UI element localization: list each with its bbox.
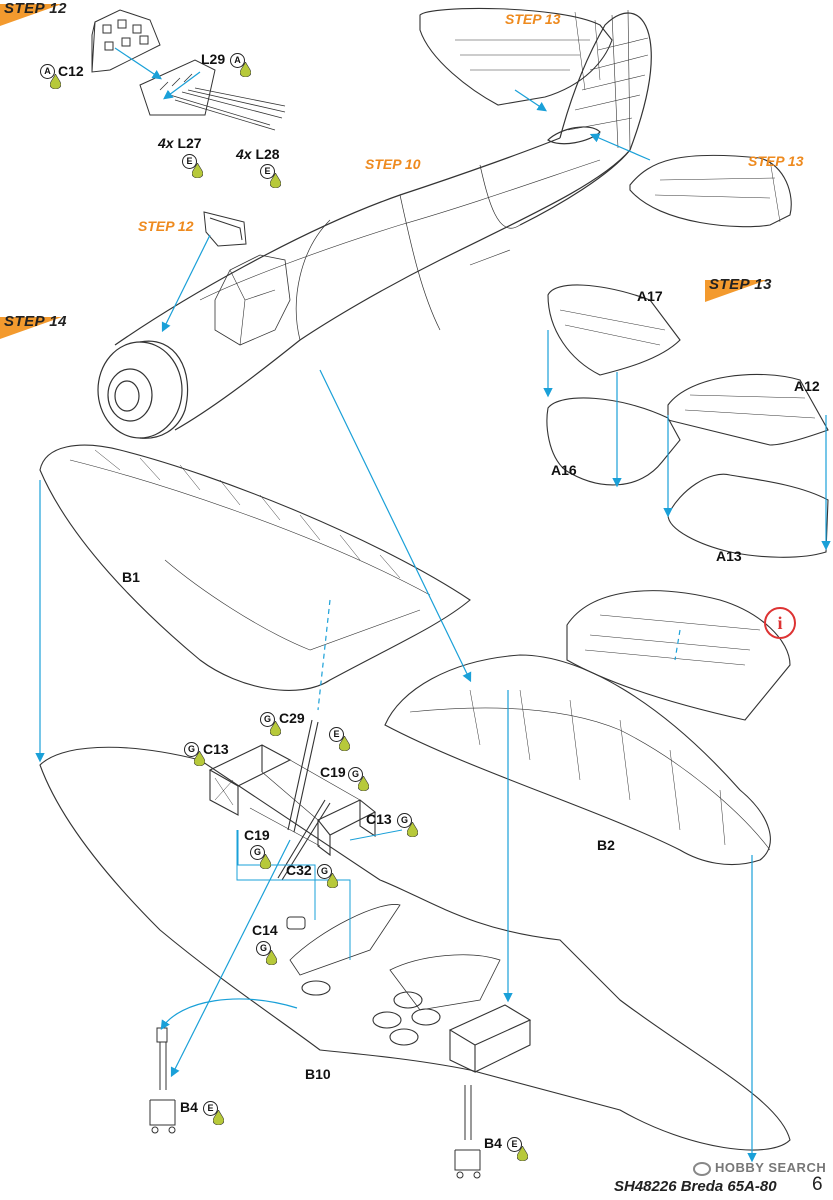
tail-stabilizer-left	[419, 7, 613, 106]
name-l28: L28	[255, 146, 280, 162]
watermark-text: HOBBY SEARCH	[715, 1160, 827, 1175]
part-label-a17: A17	[637, 288, 663, 304]
part-label-c19-left: C19	[244, 827, 270, 843]
paint-drop-icon	[270, 173, 281, 188]
paint-drop-icon	[240, 62, 251, 77]
step12-flag: STEP 12	[0, 0, 70, 26]
paint-drop-icon	[407, 822, 418, 837]
wing-b2	[384, 654, 771, 866]
part-label-a12: A12	[794, 378, 820, 394]
assembly-arrows	[35, 47, 831, 1163]
fuselage-drawing	[97, 9, 652, 439]
paint-drop-icon	[517, 1146, 528, 1161]
part-label-c13-right: C13	[366, 811, 392, 827]
part-label-b4-left: B4	[180, 1099, 198, 1115]
part-label-l29: L29	[201, 51, 226, 67]
leader-lines	[236, 829, 403, 960]
paint-drop-icon	[50, 74, 61, 89]
step14-label: STEP 14	[4, 313, 67, 330]
elevator-left-assembly	[546, 284, 681, 486]
step10-ref: STEP 10	[365, 156, 421, 172]
paint-badge: G	[348, 767, 363, 782]
info-icon: i	[764, 607, 796, 639]
part-label-c13-left: C13	[203, 741, 229, 757]
paint-badge: A	[40, 64, 55, 79]
paint-badge: G	[184, 742, 199, 757]
part-label-c29: C29	[279, 710, 305, 726]
part-label-a16: A16	[551, 462, 577, 478]
paint-drop-icon	[266, 950, 277, 965]
kit-code: SH48226 Breda 65A-80	[614, 1178, 777, 1195]
qty-l28: 4x	[236, 146, 252, 162]
part-label-c14: C14	[252, 922, 278, 938]
paint-badge: G	[250, 845, 265, 860]
paint-drop-icon	[270, 721, 281, 736]
paint-drop-icon	[192, 163, 203, 178]
step13-ref-top: STEP 13	[505, 11, 561, 27]
step13-flag: STEP 13	[705, 276, 785, 302]
paint-drop-icon	[260, 854, 271, 869]
step13-label: STEP 13	[709, 276, 772, 293]
tail-stabilizer-right	[629, 154, 792, 228]
landing-gear-right	[454, 1085, 481, 1179]
paint-drop-icon	[358, 776, 369, 791]
part-label-c12: C12	[58, 63, 84, 79]
part-label-b1: B1	[122, 569, 140, 585]
part-label-b4-right: B4	[484, 1135, 502, 1151]
paint-badge: G	[397, 813, 412, 828]
part-label-c32: C32	[286, 862, 312, 878]
paint-badge: E	[260, 164, 275, 179]
hobby-search-logo-icon	[693, 1161, 711, 1176]
strut-c29	[277, 719, 331, 881]
step13-ref-right: STEP 13	[748, 153, 804, 169]
paint-badge: G	[317, 864, 332, 879]
watermark: HOBBY SEARCH	[693, 1160, 826, 1176]
seat-back-part	[203, 211, 247, 247]
instrument-panel-group	[91, 9, 286, 131]
part-label-l27: 4x L27	[158, 135, 202, 151]
flap-insert	[566, 590, 791, 721]
paint-badge: E	[507, 1137, 522, 1152]
part-label-a13: A13	[716, 548, 742, 564]
radiator-c14	[286, 916, 306, 930]
radiator-frame-lower	[448, 1004, 532, 1073]
name-l27: L27	[177, 135, 202, 151]
step14-flag: STEP 14	[0, 313, 70, 339]
part-label-b2: B2	[597, 837, 615, 853]
wing-b1	[39, 444, 471, 691]
dashed-guides	[317, 599, 681, 711]
elevator-right-assembly	[667, 373, 829, 558]
qty-l27: 4x	[158, 135, 174, 151]
part-label-l28: 4x L28	[236, 146, 280, 162]
paint-drop-icon	[194, 751, 205, 766]
paint-drop-icon	[213, 1110, 224, 1125]
paint-badge: E	[329, 727, 344, 742]
part-label-c19-right: C19	[320, 764, 346, 780]
paint-badge: A	[230, 53, 245, 68]
radiator-frame-upper	[208, 744, 377, 857]
paint-badge: E	[203, 1101, 218, 1116]
landing-gear-left	[149, 1027, 176, 1134]
paint-drop-icon	[339, 736, 350, 751]
paint-drop-icon	[327, 873, 338, 888]
wing-b10-lower	[39, 746, 791, 1151]
paint-badge: E	[182, 154, 197, 169]
page-number: 6	[812, 1174, 823, 1195]
step12-label: STEP 12	[4, 0, 67, 17]
step12-ref: STEP 12	[138, 218, 194, 234]
part-label-b10: B10	[305, 1066, 331, 1082]
paint-badge: G	[256, 941, 271, 956]
paint-badge: G	[260, 712, 275, 727]
